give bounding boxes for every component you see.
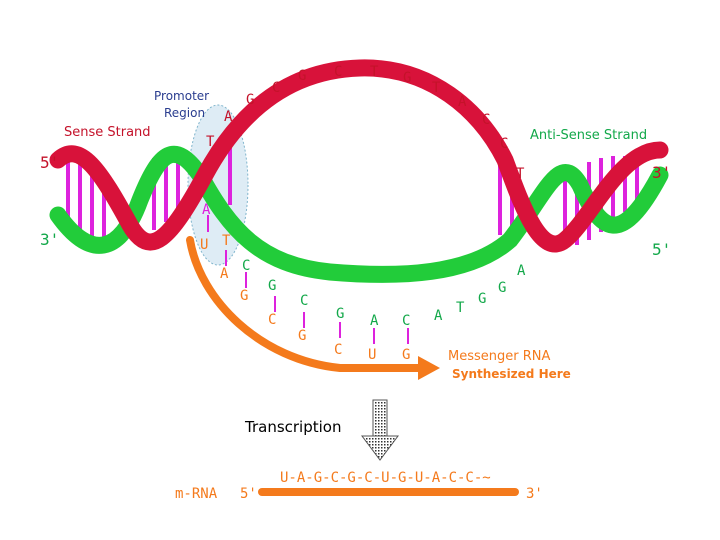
red-base-11: C (500, 136, 508, 152)
rna-base-2: A (220, 266, 229, 282)
left-bottom-end-label: 3' (40, 230, 59, 249)
green-base-G1: G (268, 278, 276, 294)
red-base-3: C (272, 80, 280, 96)
rna-bases: U A G C G C U G (200, 237, 410, 363)
red-base-2: G (246, 92, 254, 108)
rna-base-7: U (368, 347, 376, 363)
red-base-1: A (224, 109, 233, 125)
rna-base-6: C (334, 342, 342, 358)
green-base-G3: G (478, 291, 486, 307)
right-bottom-end-label: 5' (652, 240, 671, 259)
red-base-7: G (403, 70, 411, 86)
green-base-G2: G (336, 306, 344, 322)
promoter-label-line2: Region (164, 106, 205, 120)
rna-base-1: U (200, 237, 208, 253)
rna-base-8: G (402, 347, 410, 363)
green-base-C3: C (402, 313, 410, 329)
green-base-G4: G (498, 280, 506, 296)
green-dna-strand (49, 145, 669, 283)
red-base-8: T (432, 80, 441, 96)
green-base-T: T (222, 233, 231, 249)
rna-rungs (207, 215, 409, 344)
green-base-A: A (202, 202, 211, 218)
left-helix-rungs (66, 145, 232, 245)
red-base-4: G (298, 68, 306, 84)
red-base-9: A (458, 94, 467, 110)
messenger-rna-label-line1: Messenger RNA (448, 349, 550, 364)
green-base-T2: T (456, 300, 465, 316)
green-base-A2: A (434, 308, 443, 324)
mrna-5-end: 5' (240, 486, 257, 502)
green-base-A1: A (370, 313, 379, 329)
template-strand-bases: A T C G C G A C A T G G A (202, 202, 526, 329)
red-base-5: C (334, 64, 342, 80)
green-base-C2: C (300, 293, 308, 309)
mrna-synthesis-arrow (186, 236, 424, 372)
messenger-rna-label-line2: Synthesized Here (452, 367, 571, 381)
mrna-arrowhead (418, 356, 440, 380)
transcription-down-arrow (361, 399, 399, 461)
mrna-label: m-RNA (175, 486, 218, 502)
red-strand-bases: A G C G C T G T A C C T (224, 64, 525, 182)
red-dna-strand (49, 59, 669, 253)
rna-base-4: C (268, 312, 276, 328)
antisense-strand-label: Anti-Sense Strand (530, 128, 647, 143)
promoter-label-line1: Promoter (154, 89, 209, 103)
red-base-10: C (482, 112, 490, 128)
rna-base-3: G (240, 288, 248, 304)
rna-base-5: G (298, 328, 306, 344)
mrna-sequence: U-A-G-C-G-C-U-G-U-A-C-C-~ (280, 470, 491, 486)
left-top-end-label: 5' (40, 153, 59, 172)
red-base-12: T (516, 166, 525, 182)
green-base-C1: C (242, 258, 250, 274)
mrna-3-end: 3' (526, 486, 543, 502)
sense-strand-label: Sense Strand (64, 125, 151, 140)
green-base-A3: A (517, 263, 526, 279)
right-top-end-label: 3' (652, 163, 671, 182)
transcription-label: Transcription (244, 418, 341, 436)
red-base-6: T (370, 64, 379, 80)
promoter-base-T: T (206, 134, 215, 150)
